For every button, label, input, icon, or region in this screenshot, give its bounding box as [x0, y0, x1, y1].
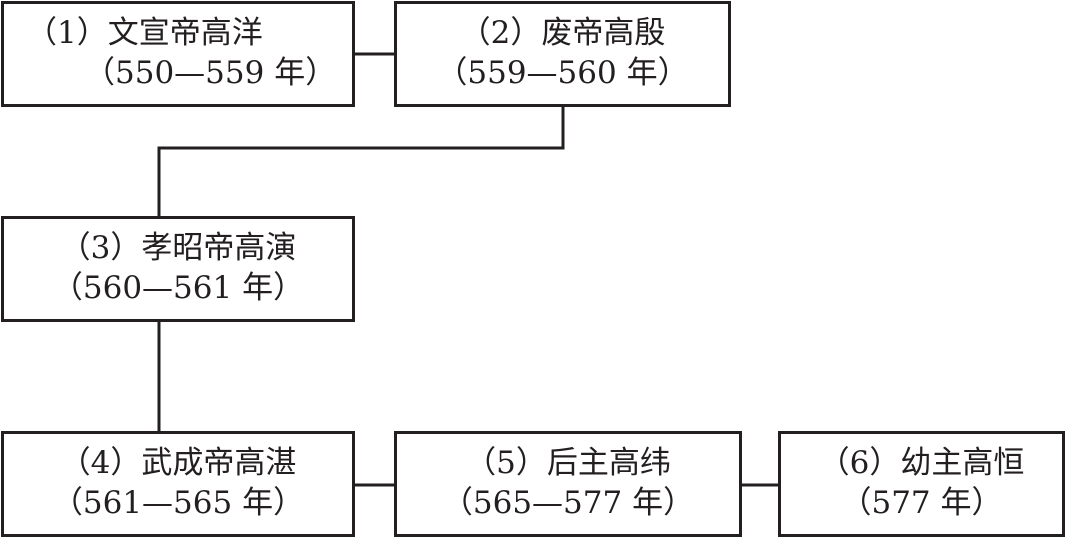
- node-reign-years: （577 年）: [840, 485, 1003, 521]
- node-reign-years: （550—559 年）: [84, 55, 337, 91]
- node-xiaozhao-emperor: （3）孝昭帝高演 （560—561 年）: [1, 216, 355, 322]
- node-reign-years: （559—560 年）: [436, 55, 689, 91]
- node-reign-years: （565—577 年）: [441, 485, 695, 521]
- node-wenxuan-emperor: （1）文宣帝高洋 （550—559 年）: [1, 1, 355, 107]
- node-reign-years: （561—565 年）: [51, 485, 305, 521]
- node-name: （3）孝昭帝高演: [59, 230, 297, 267]
- node-houzhu: （5）后主高纬 （565—577 年）: [394, 431, 742, 537]
- node-name: （4）武成帝高湛: [59, 445, 297, 482]
- node-fei-emperor: （2）废帝高殷 （559—560 年）: [394, 1, 731, 107]
- node-youzhu: （6）幼主高恒 （577 年）: [778, 431, 1065, 537]
- edge-2-3: [157, 107, 565, 216]
- node-reign-years: （560—561 年）: [51, 270, 305, 306]
- node-name: （5）后主高纬: [465, 445, 671, 482]
- node-wucheng-emperor: （4）武成帝高湛 （561—565 年）: [1, 431, 355, 537]
- node-name: （2）废帝高殷: [459, 15, 666, 52]
- node-name: （1）文宣帝高洋: [26, 15, 263, 52]
- node-name: （6）幼主高恒: [818, 445, 1025, 482]
